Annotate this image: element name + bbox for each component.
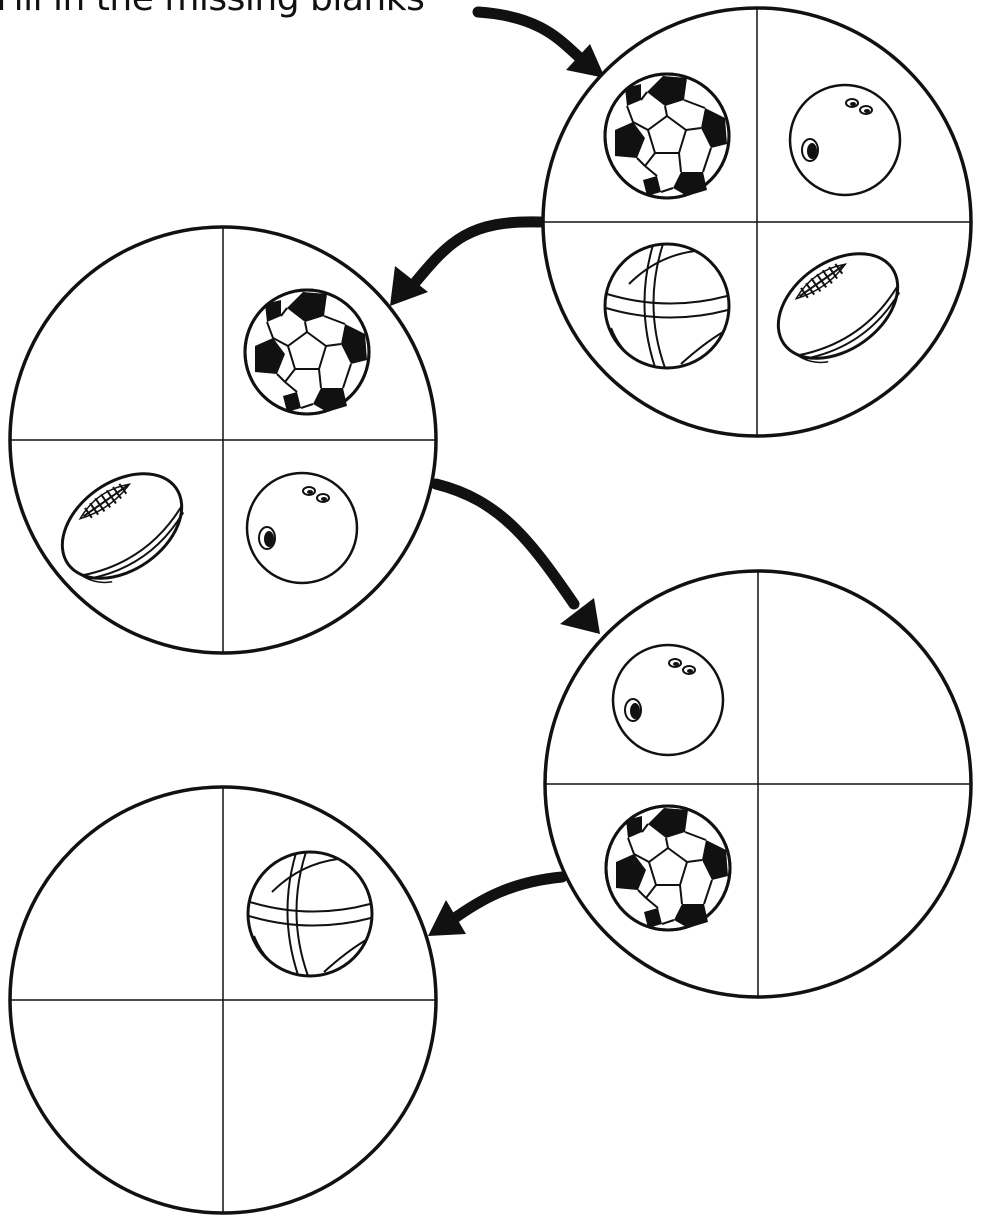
soccer-ball-icon: [245, 290, 369, 414]
soccer-ball-icon: [605, 74, 729, 198]
bowling-ball-icon: [247, 473, 357, 583]
circle-2: [10, 227, 436, 653]
circle-1: [543, 8, 971, 436]
arrow-circle-2-to-circle-3: [436, 484, 600, 634]
soccer-ball-icon: [606, 806, 730, 930]
basketball-icon: [248, 852, 372, 976]
bowling-ball-icon: [613, 645, 723, 755]
circle-3: [545, 571, 971, 997]
arrow-circle-1-to-circle-2: [390, 222, 540, 306]
bowling-ball-icon: [790, 85, 900, 195]
arrow-title-to-circle-1: [478, 12, 605, 78]
circle-4: [10, 787, 436, 1213]
basketball-icon: [605, 244, 729, 368]
arrow-circle-3-to-circle-4: [428, 877, 562, 936]
